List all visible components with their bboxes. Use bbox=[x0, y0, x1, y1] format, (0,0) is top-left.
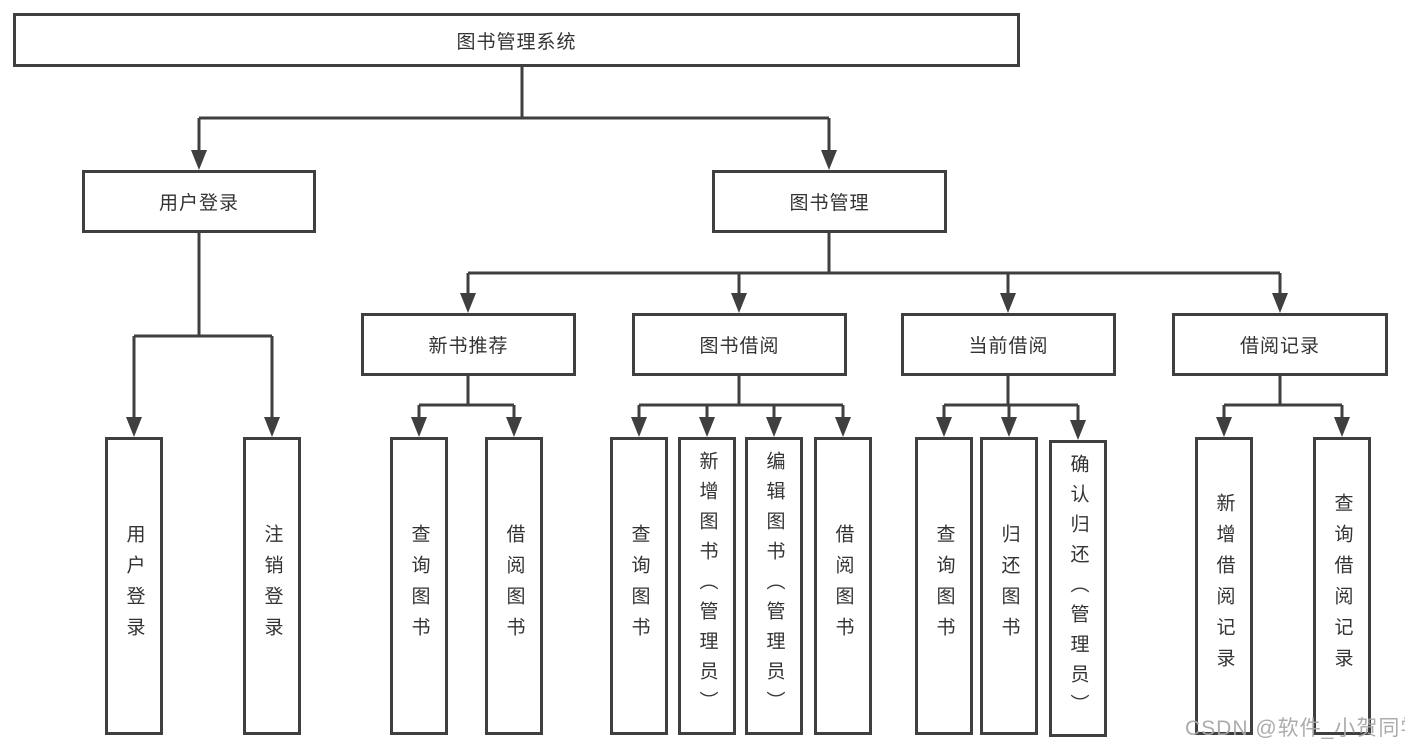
leaf-add-borrow-record: 新增借阅记录 bbox=[1195, 437, 1253, 735]
csdn-watermark: CSDN @软件_小贺同学 bbox=[1185, 717, 1405, 740]
node-label: 新书推荐 bbox=[428, 336, 509, 357]
node-book-management: 图书管理 bbox=[712, 170, 947, 233]
node-user-login: 用户登录 bbox=[82, 170, 316, 233]
leaf-user-login: 用户登录 bbox=[105, 437, 163, 735]
node-label: 归还图书 bbox=[998, 524, 1020, 648]
leaf-query-books-recommend: 查询图书 bbox=[390, 437, 448, 735]
leaf-query-books-borrowing: 查询图书 bbox=[610, 437, 668, 735]
node-label: 查询图书 bbox=[628, 524, 650, 648]
leaf-query-borrow-record: 查询借阅记录 bbox=[1313, 437, 1371, 735]
node-label: 图书管理 bbox=[789, 193, 870, 214]
node-label: 当前借阅 bbox=[968, 336, 1049, 357]
node-label: 图书管理系统 bbox=[456, 31, 577, 53]
leaf-confirm-return-admin: 确认归还（管理员） bbox=[1049, 440, 1107, 737]
leaf-borrow-books-recommend: 借阅图书 bbox=[485, 437, 543, 735]
leaf-add-books-admin: 新增图书（管理员） bbox=[678, 437, 736, 735]
node-label: 用户登录 bbox=[158, 193, 239, 214]
node-label: 借阅图书 bbox=[832, 524, 854, 648]
leaf-borrow-books-borrowing: 借阅图书 bbox=[814, 437, 872, 735]
node-label: 借阅图书 bbox=[503, 524, 525, 648]
node-label: 编辑图书（管理员） bbox=[763, 451, 785, 721]
node-label: 注销登录 bbox=[261, 524, 283, 648]
node-new-book-recommend: 新书推荐 bbox=[361, 313, 576, 376]
node-label: 新增图书（管理员） bbox=[696, 451, 718, 721]
leaf-edit-books-admin: 编辑图书（管理员） bbox=[745, 437, 803, 735]
leaf-return-books: 归还图书 bbox=[980, 437, 1038, 735]
node-book-borrowing: 图书借阅 bbox=[632, 313, 847, 376]
leaf-query-books-current: 查询图书 bbox=[915, 437, 973, 735]
node-label: 查询图书 bbox=[933, 524, 955, 648]
node-label: 查询借阅记录 bbox=[1331, 493, 1353, 679]
node-root-library-system: 图书管理系统 bbox=[13, 13, 1020, 67]
leaf-logout: 注销登录 bbox=[243, 437, 301, 735]
node-label: 新增借阅记录 bbox=[1213, 493, 1235, 679]
node-label: 用户登录 bbox=[123, 524, 145, 648]
node-label: 图书借阅 bbox=[699, 336, 780, 357]
node-borrowing-records: 借阅记录 bbox=[1172, 313, 1388, 376]
node-label: 确认归还（管理员） bbox=[1067, 453, 1089, 724]
node-label: 查询图书 bbox=[408, 524, 430, 648]
node-label: 借阅记录 bbox=[1239, 336, 1320, 357]
node-current-borrowing: 当前借阅 bbox=[901, 313, 1116, 376]
